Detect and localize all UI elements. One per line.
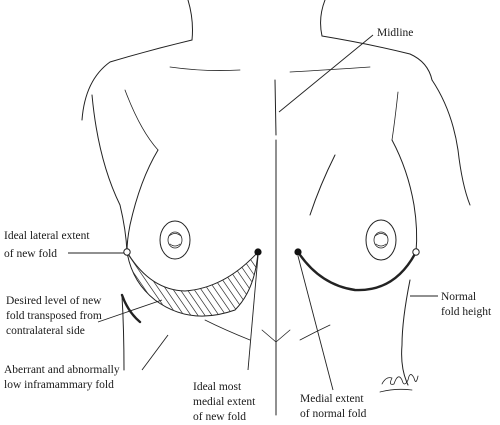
artist-signature (379, 374, 419, 393)
signature-underline (379, 388, 413, 393)
right-breast-medial-contour (309, 154, 336, 216)
midline-leader (278, 34, 374, 113)
medial-normal-label-line1: Medial extent (300, 393, 364, 405)
ideal-lateral-marker (123, 248, 131, 256)
ideal-medial-label-line3: of new fold (193, 411, 246, 423)
signature-scribble (381, 374, 419, 385)
aberrant-low-fold-curve (126, 251, 259, 317)
torso-outline (81, 0, 471, 416)
abdomen-line-center (261, 329, 291, 343)
right-nipple-detail (374, 233, 388, 247)
left-nipple (167, 231, 183, 249)
normal-fold-curve (296, 250, 418, 292)
left-breast (120, 149, 262, 324)
right-shoulder-line (321, 35, 433, 81)
aberrant-label-line2: low inframammary fold (4, 379, 114, 391)
leader-lines (68, 34, 438, 391)
desired-leader (97, 299, 163, 323)
left-clavicle-line (169, 66, 241, 71)
labels: Midline Ideal lateral extent of new fold… (4, 27, 492, 423)
ideal-medial-label-line2: medial extent (193, 396, 256, 408)
desired-label-line1: Desired level of new (6, 295, 102, 307)
left-chest-contour (124, 89, 159, 151)
right-chest-contour (391, 91, 399, 141)
neck-left-line (187, 0, 193, 41)
right-areola (365, 219, 397, 261)
sternum-line (274, 79, 277, 136)
abdomen-line-right (299, 324, 331, 341)
desired-label-line2: fold transposed from (6, 310, 102, 322)
medial-normal-label-line2: of normal fold (300, 408, 367, 420)
neck-right-line (320, 0, 326, 37)
aberrant-leader (141, 334, 169, 371)
ideal-lateral-label-line1: Ideal lateral extent (4, 230, 90, 242)
left-breast-upper-contour (126, 149, 159, 253)
abdomen-line-left (204, 319, 251, 341)
left-arm-line (91, 94, 128, 253)
right-breast (294, 139, 420, 292)
right-flank-line (401, 279, 411, 386)
left-areola (159, 220, 191, 260)
right-nipple (373, 231, 389, 249)
aberrant-label-line1: Aberrant and abnormally (4, 364, 120, 376)
ideal-lateral-label-line2: of new fold (4, 248, 57, 260)
hatched-fold-region (127, 252, 258, 317)
ideal-medial-label-line1: Ideal most (193, 381, 242, 393)
aberrant-fold-shadow (120, 293, 142, 324)
normal-height-label-line1: Normal (441, 291, 476, 303)
right-arm-line (431, 79, 471, 206)
ideal-medial-leader (247, 255, 259, 371)
left-nipple-detail (168, 233, 182, 247)
desired-label-line3: contralateral side (6, 325, 85, 337)
normal-lateral-marker (412, 248, 420, 256)
left-flank-line (121, 295, 125, 371)
desired-new-fold-curve (126, 251, 259, 292)
right-clavicle-line (289, 66, 371, 73)
right-breast-upper-contour (391, 139, 418, 253)
ideal-medial-marker (254, 248, 262, 256)
normal-height-label-line2: fold height (441, 306, 492, 318)
medial-normal-marker (294, 248, 302, 256)
left-shoulder-line (81, 39, 193, 121)
midline-label: Midline (377, 27, 413, 39)
medial-normal-leader (297, 255, 334, 391)
